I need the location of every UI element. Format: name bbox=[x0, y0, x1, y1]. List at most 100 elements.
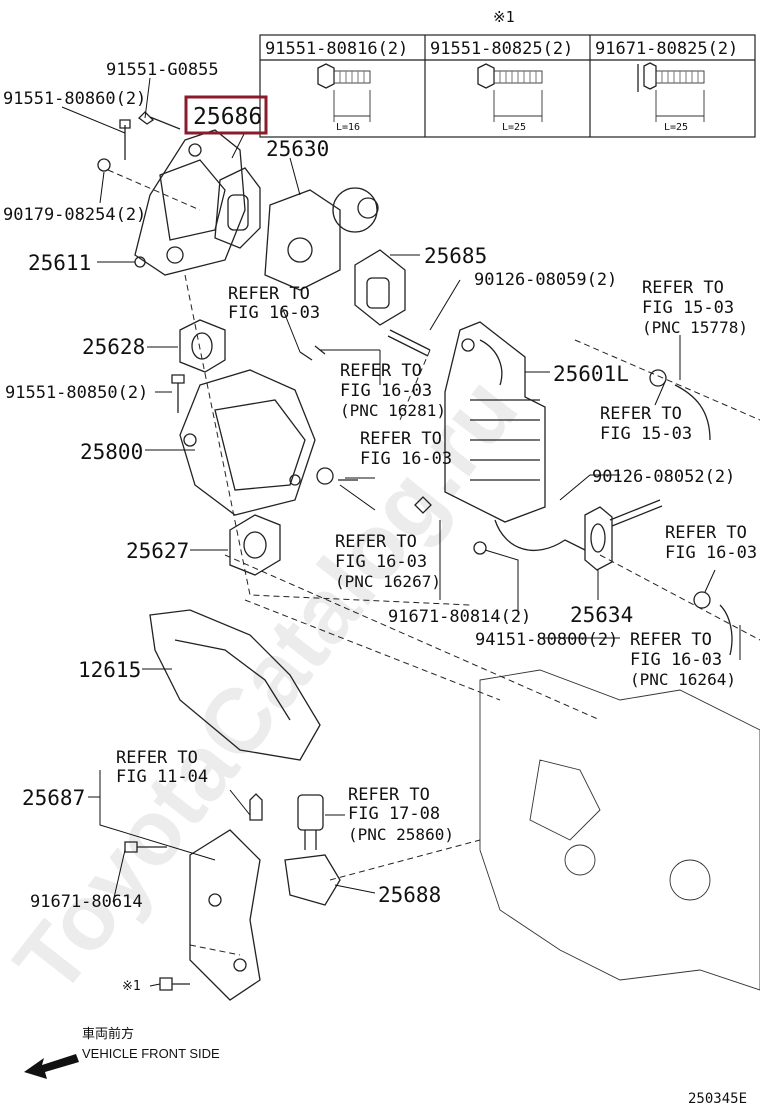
bolt-icon bbox=[317, 63, 371, 122]
gasket-25634 bbox=[584, 506, 613, 571]
leader-lines bbox=[61, 77, 741, 987]
bolt-small bbox=[97, 111, 487, 821]
label-25688[interactable]: 25688 bbox=[378, 883, 441, 907]
refer-line-1: REFER TO bbox=[335, 532, 417, 552]
gasket-25628 bbox=[179, 319, 226, 373]
bracket-25688 bbox=[284, 854, 341, 906]
assembly-guide-lines bbox=[107, 169, 760, 956]
refer-line-1: REFER TO bbox=[348, 785, 430, 805]
label-25628[interactable]: 25628 bbox=[82, 335, 145, 359]
refer-line-2: FIG 16-03 bbox=[360, 449, 452, 469]
bolt-91551-80850 bbox=[171, 374, 185, 413]
egr-valve-adapter bbox=[264, 187, 379, 291]
refer-callout[interactable]: REFER TO FIG 16-03 (PNC 16264) bbox=[630, 630, 736, 689]
egr-cooler-housing-25800 bbox=[179, 369, 316, 516]
bolt-91671-80614 bbox=[124, 841, 167, 853]
refer-line-2: FIG 16-03 bbox=[340, 381, 432, 401]
vehicle-front-indicator: 車両前方 VEHICLE FRONT SIDE bbox=[24, 1026, 220, 1079]
refer-callout[interactable]: REFER TO FIG 16-03 (PNC 16267) bbox=[335, 532, 441, 591]
refer-line-2: FIG 16-03 bbox=[228, 303, 320, 323]
label-25686[interactable]: 25686 bbox=[193, 104, 262, 130]
arrow-left-icon bbox=[24, 1054, 79, 1079]
figure-code: 250345E bbox=[688, 1091, 747, 1107]
legend-bolt-2-part: 91551-80825(2) bbox=[430, 39, 573, 59]
refer-line-3: (PNC 16267) bbox=[335, 572, 441, 591]
direction-en: VEHICLE FRONT SIDE bbox=[82, 1046, 220, 1061]
label-25611[interactable]: 25611 bbox=[28, 251, 91, 275]
label-94151-80800[interactable]: 94151-80800(2) bbox=[475, 630, 618, 650]
refer-line-1: REFER TO bbox=[600, 404, 682, 424]
bolt-star1 bbox=[159, 977, 190, 991]
label-91671-80814[interactable]: 91671-80814(2) bbox=[388, 607, 531, 627]
label-25601L[interactable]: 25601L bbox=[553, 362, 629, 386]
legend-marker: ※1 bbox=[493, 8, 515, 26]
legend-bolt-2-length: L=25 bbox=[502, 122, 526, 133]
refer-line-3: (PNC 16264) bbox=[630, 670, 736, 689]
refer-callouts: REFER TO FIG 16-03 REFER TO FIG 15-03 (P… bbox=[116, 278, 757, 844]
egr-pipe-flange bbox=[134, 129, 246, 276]
refer-callout[interactable]: REFER TO FIG 16-03 (PNC 16281) bbox=[340, 361, 446, 420]
refer-line-3: (PNC 25860) bbox=[348, 825, 454, 844]
refer-line-2: FIG 17-08 bbox=[348, 804, 440, 824]
stud-90126-08052 bbox=[609, 499, 663, 527]
refer-line-1: REFER TO bbox=[340, 361, 422, 381]
egr-cooler-25601L bbox=[444, 321, 586, 551]
direction-jp: 車両前方 bbox=[82, 1026, 134, 1042]
label-90179-08254[interactable]: 90179-08254(2) bbox=[3, 205, 146, 225]
refer-line-2: FIG 15-03 bbox=[642, 298, 734, 318]
legend-bolt-1-length: L=16 bbox=[336, 122, 360, 133]
engine-block bbox=[479, 669, 760, 991]
gasket-25686 bbox=[214, 167, 261, 249]
stud-bolt bbox=[387, 329, 431, 357]
refer-line-2: FIG 16-03 bbox=[630, 650, 722, 670]
refer-line-2: FIG 15-03 bbox=[600, 424, 692, 444]
hose-clamp bbox=[299, 345, 733, 656]
label-25687[interactable]: 25687 bbox=[22, 786, 85, 810]
refer-line-3: (PNC 16281) bbox=[340, 401, 446, 420]
heat-insulator-12615 bbox=[149, 609, 321, 761]
label-25630[interactable]: 25630 bbox=[266, 137, 329, 161]
refer-callout[interactable]: REFER TO FIG 16-03 bbox=[228, 284, 320, 323]
refer-callout[interactable]: REFER TO FIG 15-03 (PNC 15778) bbox=[642, 278, 748, 337]
flange-bolt-icon bbox=[637, 62, 705, 122]
part-labels: 91551-G0855 91551-80860(2) 25686 25630 9… bbox=[3, 60, 735, 994]
gasket-25685 bbox=[354, 249, 406, 326]
label-25685[interactable]: 25685 bbox=[424, 244, 487, 268]
label-90126-08052[interactable]: 90126-08052(2) bbox=[592, 467, 735, 487]
refer-line-3: (PNC 15778) bbox=[642, 318, 748, 337]
sensor-25860 bbox=[297, 794, 324, 850]
bolt-legend: ※1 91551-80816(2) 91551-80825(2) 91671-8… bbox=[259, 8, 756, 138]
refer-line-1: REFER TO bbox=[665, 523, 747, 543]
refer-callout[interactable]: REFER TO FIG 15-03 bbox=[600, 404, 692, 444]
label-12615[interactable]: 12615 bbox=[78, 658, 141, 682]
refer-line-2: FIG 16-03 bbox=[665, 543, 757, 563]
refer-callout[interactable]: REFER TO FIG 16-03 bbox=[360, 429, 452, 469]
label-91551-G0855[interactable]: 91551-G0855 bbox=[106, 60, 219, 80]
refer-line-2: FIG 11-04 bbox=[116, 767, 208, 787]
refer-line-2: FIG 16-03 bbox=[335, 552, 427, 572]
label-star1-bolt: ※1 bbox=[122, 979, 141, 994]
refer-callout[interactable]: REFER TO FIG 11-04 bbox=[116, 748, 208, 787]
label-25800[interactable]: 25800 bbox=[80, 440, 143, 464]
legend-bolt-3-length: L=25 bbox=[664, 122, 688, 133]
bracket-25687 bbox=[189, 829, 261, 1001]
refer-callout[interactable]: REFER TO FIG 16-03 bbox=[665, 523, 757, 563]
highlight-box bbox=[184, 95, 268, 135]
label-91671-80614[interactable]: 91671-80614 bbox=[30, 892, 143, 912]
label-90126-08059[interactable]: 90126-08059(2) bbox=[474, 270, 617, 290]
label-25634[interactable]: 25634 bbox=[570, 603, 633, 627]
label-25627[interactable]: 25627 bbox=[126, 539, 189, 563]
gasket-25627 bbox=[229, 514, 281, 576]
bolt-icon bbox=[477, 63, 543, 122]
refer-line-1: REFER TO bbox=[116, 748, 198, 768]
refer-line-1: REFER TO bbox=[642, 278, 724, 298]
label-91551-80860[interactable]: 91551-80860(2) bbox=[3, 89, 146, 109]
label-91551-80850[interactable]: 91551-80850(2) bbox=[5, 383, 148, 403]
refer-callout[interactable]: REFER TO FIG 17-08 (PNC 25860) bbox=[348, 785, 454, 844]
refer-line-1: REFER TO bbox=[228, 284, 310, 304]
refer-line-1: REFER TO bbox=[360, 429, 442, 449]
legend-bolt-3-part: 91671-80825(2) bbox=[595, 39, 738, 59]
refer-line-1: REFER TO bbox=[630, 630, 712, 650]
legend-bolt-1-part: 91551-80816(2) bbox=[265, 39, 408, 59]
